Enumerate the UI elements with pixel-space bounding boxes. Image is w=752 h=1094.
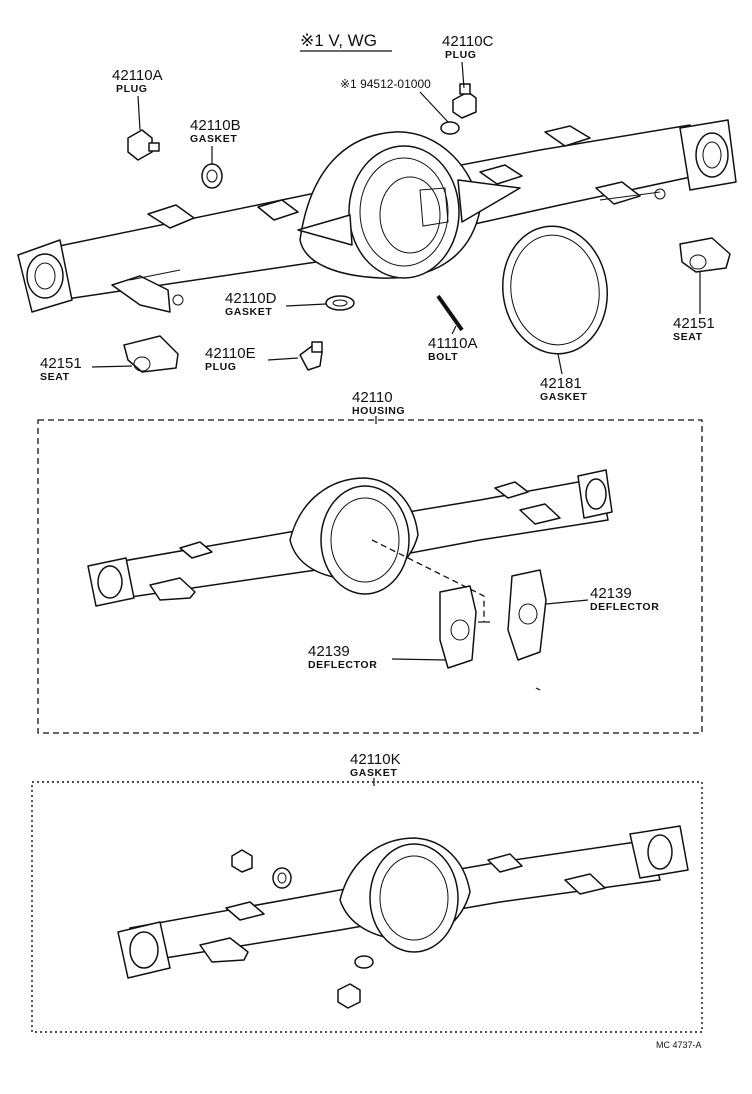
gasket-42110D-part bbox=[325, 295, 355, 311]
deflector-position-leader bbox=[371, 539, 485, 622]
seat-42151-right-part bbox=[679, 237, 731, 273]
housing-group-border bbox=[37, 419, 703, 734]
callout-42110C: 42110C PLUG bbox=[442, 33, 494, 89]
part-number-42110D: 42110D bbox=[225, 290, 277, 307]
part-number-42110E: 42110E bbox=[205, 345, 256, 362]
part-number-94512-01000: ※1 94512-01000 bbox=[340, 77, 431, 91]
part-name-42181: GASKET bbox=[540, 391, 587, 403]
part-name-42110K: GASKET bbox=[350, 767, 397, 779]
part-number-42110K: 42110K bbox=[350, 751, 401, 768]
part-number-42110: 42110 bbox=[352, 389, 393, 406]
gasket-kit-small-parts bbox=[231, 849, 374, 1009]
gasket-kit-group-border bbox=[31, 781, 703, 1033]
callout-42151-right: 42151 SEAT bbox=[673, 272, 715, 343]
part-name-42139-left: DEFLECTOR bbox=[308, 659, 377, 671]
callout-42139-right: 42139 DEFLECTOR bbox=[545, 585, 659, 613]
callout-41110A: 41110A BOLT bbox=[428, 325, 478, 363]
seat-42151-left-part bbox=[123, 335, 179, 373]
gasket-42181-part bbox=[501, 225, 609, 355]
callout-42110D: 42110D GASKET bbox=[225, 290, 327, 318]
gasket-42110B-part bbox=[201, 163, 223, 189]
part-number-42110C: 42110C bbox=[442, 33, 494, 50]
part-name-42151-right: SEAT bbox=[673, 331, 703, 343]
variant-note: ※1 V, WG bbox=[300, 31, 377, 50]
callout-42110B: 42110B GASKET bbox=[190, 117, 241, 164]
part-name-42110C: PLUG bbox=[445, 49, 477, 61]
part-number-42151-right: 42151 bbox=[673, 315, 715, 332]
part-number-42181: 42181 bbox=[540, 375, 582, 392]
rear-axle-housing-middle bbox=[87, 469, 613, 607]
part-name-42110E: PLUG bbox=[205, 361, 237, 373]
callout-42110A: 42110A PLUG bbox=[112, 67, 163, 131]
rear-axle-housing-bottom bbox=[117, 825, 689, 979]
rear-axle-housing-top bbox=[17, 119, 737, 313]
deflector-42139-right-part bbox=[507, 569, 547, 661]
part-number-41110A: 41110A bbox=[428, 335, 478, 352]
part-number-42139-right: 42139 bbox=[590, 585, 632, 602]
part-number-42110B: 42110B bbox=[190, 117, 241, 134]
callout-42181: 42181 GASKET bbox=[540, 353, 587, 403]
top-exploded-view: ※1 V, WG bbox=[17, 31, 737, 403]
part-number-42139-left: 42139 bbox=[308, 643, 350, 660]
plug-42110C-part bbox=[440, 83, 477, 135]
plug-42110E-part bbox=[299, 341, 323, 371]
callout-42110E: 42110E PLUG bbox=[205, 345, 299, 373]
part-name-42110: HOUSING bbox=[352, 405, 405, 417]
housing-assembly-box: 42110 HOUSING 4 bbox=[37, 389, 703, 734]
gasket-kit-box: 42110K GASKET bbox=[31, 751, 703, 1033]
part-name-42110B: GASKET bbox=[190, 133, 237, 145]
bolt-41110A-part bbox=[436, 294, 464, 332]
deflector-42139-left-part bbox=[439, 585, 477, 669]
callout-42139-left: 42139 DEFLECTOR bbox=[308, 643, 447, 671]
part-name-42151-left: SEAT bbox=[40, 371, 70, 383]
part-name-42110A: PLUG bbox=[116, 83, 148, 95]
part-number-42151-left: 42151 bbox=[40, 355, 82, 372]
callout-42151-left: 42151 SEAT bbox=[40, 355, 133, 383]
plug-42110A-part bbox=[127, 129, 160, 161]
part-name-42139-right: DEFLECTOR bbox=[590, 601, 659, 613]
callout-94512: ※1 94512-01000 bbox=[340, 77, 449, 123]
diagram-reference-code: MC 4737-A bbox=[656, 1040, 702, 1050]
part-number-42110A: 42110A bbox=[112, 67, 163, 84]
part-name-42110D: GASKET bbox=[225, 306, 272, 318]
part-name-41110A: BOLT bbox=[428, 351, 458, 363]
